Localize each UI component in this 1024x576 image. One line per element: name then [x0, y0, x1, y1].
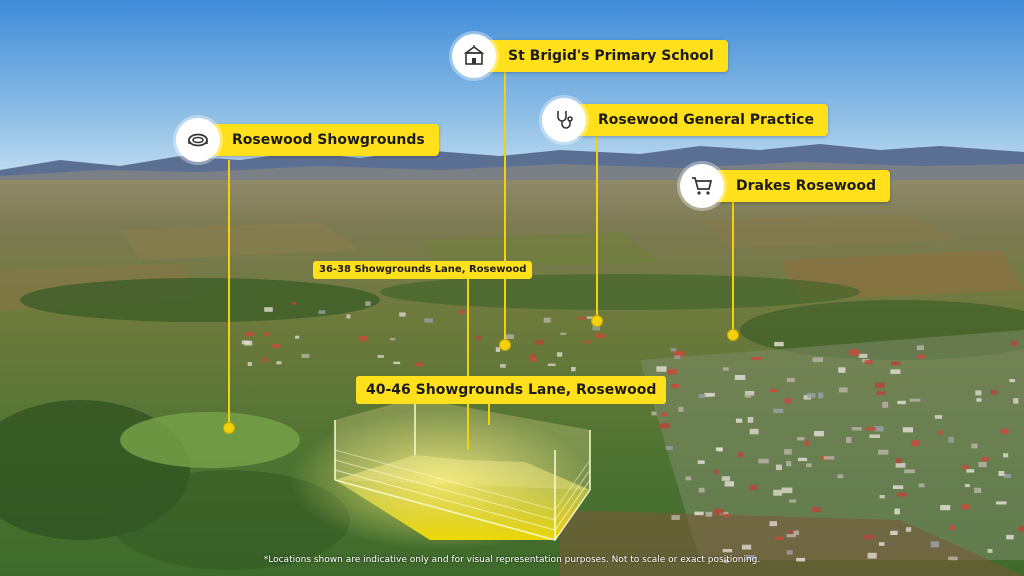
- school-icon: [452, 34, 496, 78]
- label-36-38-showgrounds-lane: 36-38 Showgrounds Lane, Rosewood: [313, 261, 533, 279]
- label-rosewood-general-practice: Rosewood General Practice: [542, 98, 828, 142]
- label-rosewood-showgrounds: Rosewood Showgrounds: [176, 118, 439, 162]
- disclaimer-footnote: *Locations shown are indicative only and…: [263, 555, 761, 565]
- label-text: Rosewood General Practice: [598, 112, 814, 128]
- label-text: Rosewood Showgrounds: [232, 132, 425, 148]
- label-40-46-showgrounds-lane: 40-46 Showgrounds Lane, Rosewood: [356, 376, 667, 404]
- lane-36-pin-line: [467, 278, 469, 450]
- lane-40-pin-line: [488, 400, 490, 425]
- label-st-brigids-primary-school: St Brigid's Primary School: [452, 34, 728, 78]
- label-drakes-rosewood: Drakes Rosewood: [680, 164, 891, 208]
- practice-pin-dot: [591, 315, 603, 327]
- school-pin-line: [504, 72, 506, 342]
- practice-pin-line: [596, 133, 598, 318]
- showgrounds-pin-line: [228, 160, 230, 425]
- showgrounds-pin-dot: [223, 422, 235, 434]
- label-text: St Brigid's Primary School: [508, 48, 714, 64]
- drakes-pin-line: [732, 200, 734, 332]
- drakes-pin-dot: [727, 329, 739, 341]
- shopping-cart-icon: [680, 164, 724, 208]
- label-text: Drakes Rosewood: [736, 178, 877, 194]
- arena-icon: [176, 118, 220, 162]
- stethoscope-icon: [542, 98, 586, 142]
- school-pin-dot: [499, 339, 511, 351]
